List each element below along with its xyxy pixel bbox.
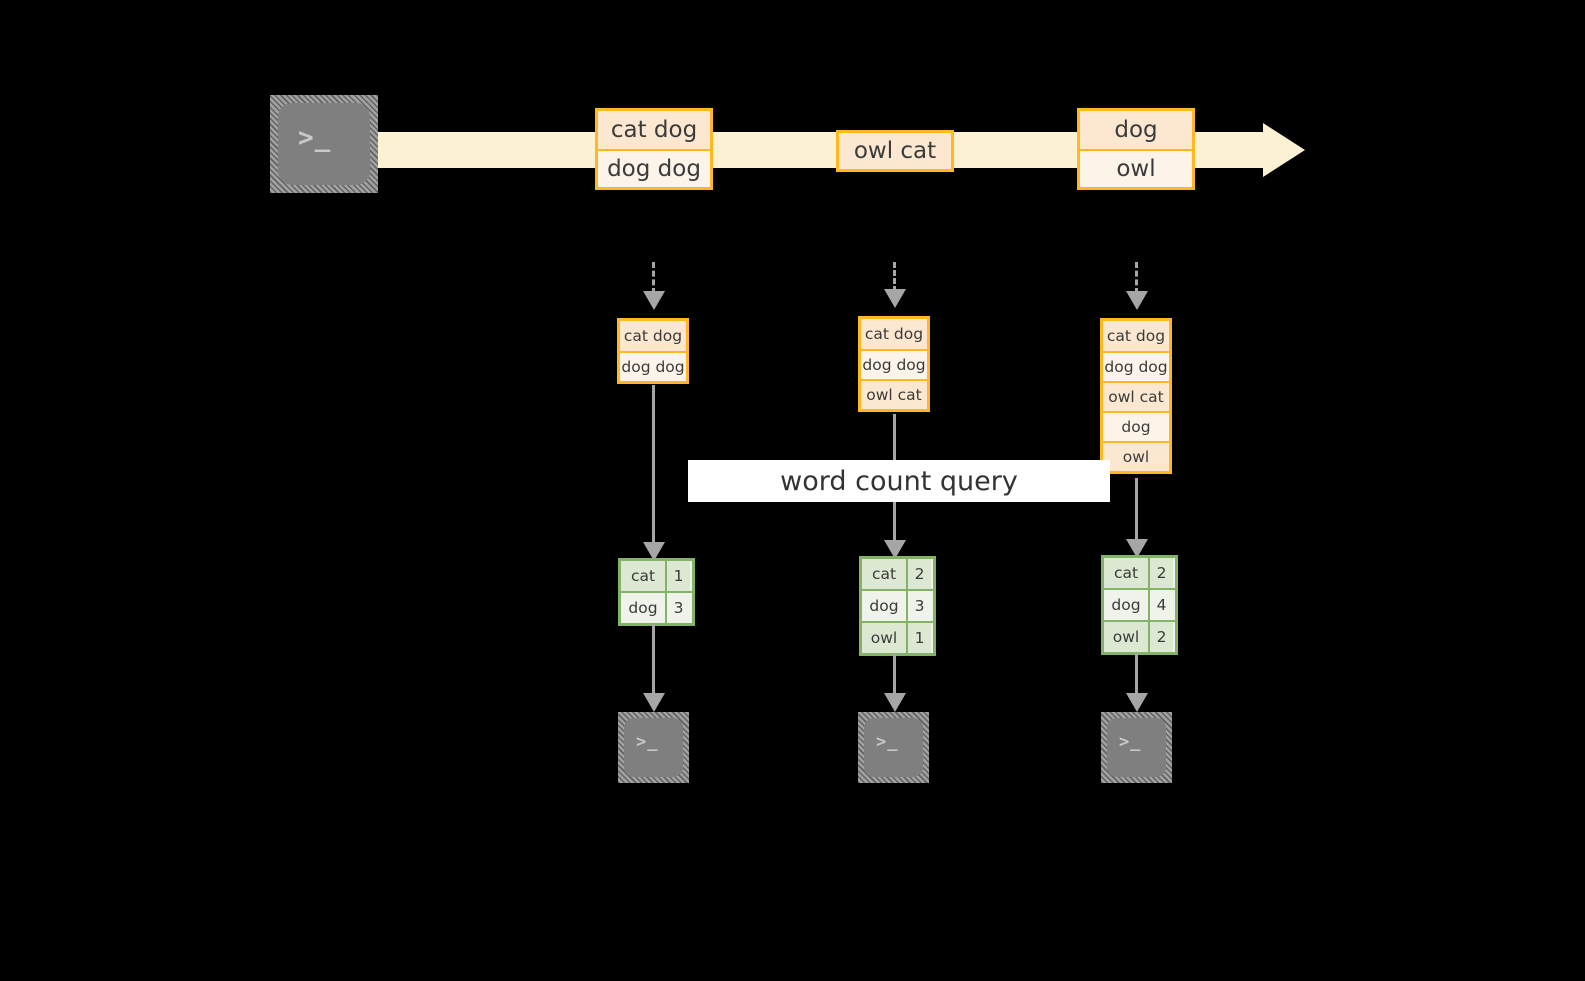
terminal-screen xyxy=(624,718,683,777)
result-word: owl xyxy=(1104,622,1148,652)
window-line: owl cat xyxy=(1103,381,1169,411)
sink-arrowhead-3 xyxy=(1126,693,1148,712)
stream-message-1[interactable]: cat dog dog dog xyxy=(595,108,713,190)
stream-arrowhead xyxy=(1263,123,1305,177)
result-row: owl 1 xyxy=(862,621,933,653)
window-box-1[interactable]: cat dog dog dog xyxy=(617,318,689,384)
sink-line-3 xyxy=(1135,653,1138,696)
sink-line-2 xyxy=(893,654,896,696)
result-count: 3 xyxy=(665,593,690,623)
window-feed-line-3 xyxy=(1135,262,1138,294)
window-line: owl cat xyxy=(861,379,927,409)
result-count: 1 xyxy=(906,623,931,653)
result-word: owl xyxy=(862,623,906,653)
result-table-1[interactable]: cat 1 dog 3 xyxy=(618,558,695,626)
window-line: dog dog xyxy=(861,349,927,379)
stream-message-3[interactable]: dog owl xyxy=(1077,108,1195,190)
result-word: dog xyxy=(621,593,665,623)
window-line: dog dog xyxy=(1103,351,1169,381)
result-count: 4 xyxy=(1148,590,1173,620)
window-feed-arrowhead-1 xyxy=(643,291,665,310)
sink-arrowhead-1 xyxy=(643,693,665,712)
result-count: 1 xyxy=(665,561,690,591)
query-arrowhead-2 xyxy=(884,540,906,559)
result-count: 3 xyxy=(906,591,931,621)
terminal-prompt-glyph: >_ xyxy=(876,732,899,752)
window-line: owl xyxy=(1103,441,1169,471)
query-arrowhead-1 xyxy=(643,542,665,561)
terminal-prompt-glyph: >_ xyxy=(1119,732,1142,752)
stream-message-line: cat dog xyxy=(598,111,710,149)
window-line: cat dog xyxy=(1103,321,1169,351)
stream-message-2[interactable]: owl cat xyxy=(836,130,954,172)
terminal-prompt-glyph: >_ xyxy=(298,123,332,153)
result-count: 2 xyxy=(1148,558,1173,588)
result-word: cat xyxy=(862,559,906,589)
result-word: dog xyxy=(862,591,906,621)
result-row: dog 3 xyxy=(621,591,692,623)
result-word: dog xyxy=(1104,590,1148,620)
result-table-2[interactable]: cat 2 dog 3 owl 1 xyxy=(859,556,936,656)
result-row: cat 1 xyxy=(621,561,692,591)
result-word: cat xyxy=(1104,558,1148,588)
result-word: cat xyxy=(621,561,665,591)
sink-terminal-icon-2[interactable]: >_ xyxy=(858,712,929,783)
window-feed-line-1 xyxy=(652,262,655,294)
result-row: cat 2 xyxy=(1104,558,1175,588)
result-row: cat 2 xyxy=(862,559,933,589)
terminal-screen xyxy=(864,718,923,777)
window-feed-arrowhead-3 xyxy=(1126,291,1148,310)
terminal-prompt-glyph: >_ xyxy=(636,732,659,752)
result-row: owl 2 xyxy=(1104,620,1175,652)
window-box-2[interactable]: cat dog dog dog owl cat xyxy=(858,316,930,412)
sink-line-1 xyxy=(652,624,655,696)
stream-message-line: dog xyxy=(1080,111,1192,149)
query-line-1 xyxy=(652,385,655,545)
result-row: dog 4 xyxy=(1104,588,1175,620)
window-feed-line-2 xyxy=(893,262,896,292)
terminal-screen xyxy=(1107,718,1166,777)
stream-message-line: owl xyxy=(1080,149,1192,187)
sink-arrowhead-2 xyxy=(884,693,906,712)
result-count: 2 xyxy=(906,559,931,589)
stream-message-line: dog dog xyxy=(598,149,710,187)
result-table-3[interactable]: cat 2 dog 4 owl 2 xyxy=(1101,555,1178,655)
window-line: dog dog xyxy=(620,351,686,381)
query-line-3 xyxy=(1135,478,1138,542)
query-label: word count query xyxy=(688,460,1110,502)
terminal-screen xyxy=(278,103,370,185)
query-arrowhead-3 xyxy=(1126,539,1148,558)
window-feed-arrowhead-2 xyxy=(884,289,906,308)
sink-terminal-icon-3[interactable]: >_ xyxy=(1101,712,1172,783)
result-count: 2 xyxy=(1148,622,1173,652)
query-label-text: word count query xyxy=(780,465,1018,497)
stream-message-line: owl cat xyxy=(839,133,951,169)
source-terminal-icon[interactable]: >_ xyxy=(270,95,378,193)
result-row: dog 3 xyxy=(862,589,933,621)
window-line: cat dog xyxy=(861,319,927,349)
window-line: dog xyxy=(1103,411,1169,441)
window-line: cat dog xyxy=(620,321,686,351)
sink-terminal-icon-1[interactable]: >_ xyxy=(618,712,689,783)
window-box-3[interactable]: cat dog dog dog owl cat dog owl xyxy=(1100,318,1172,474)
